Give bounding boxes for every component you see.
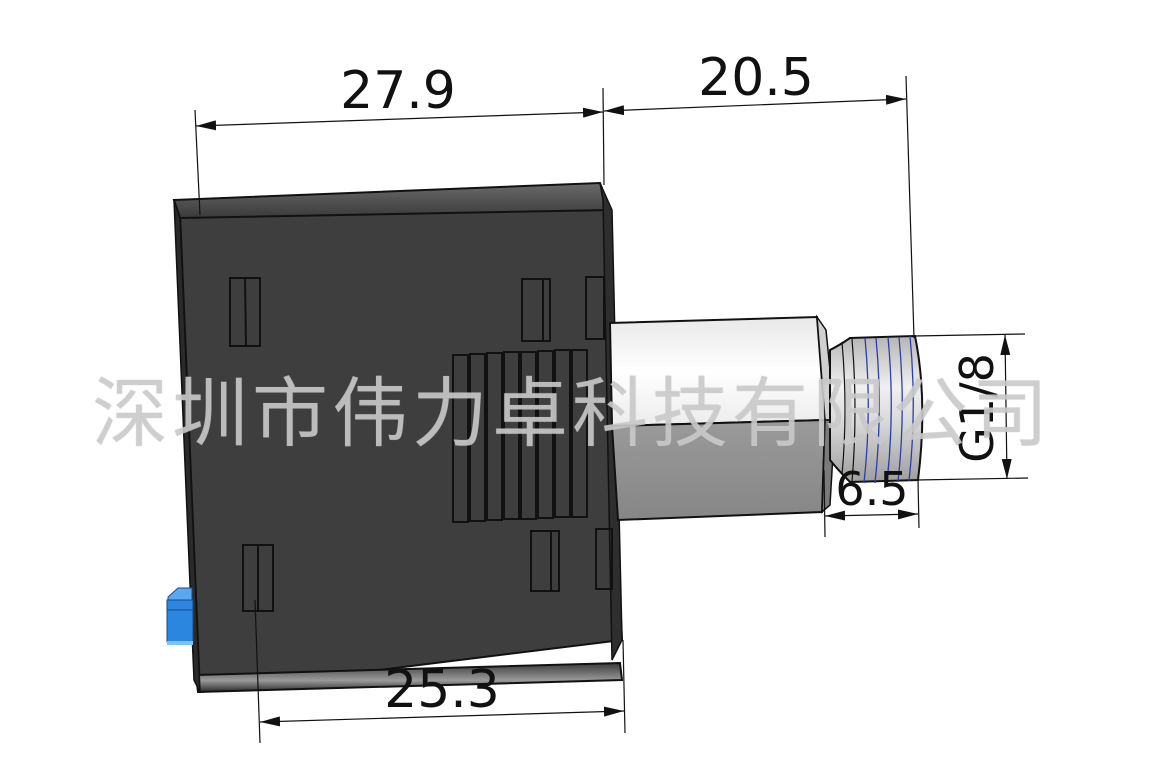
dimension-label-6-5: 6.5 [835,462,908,516]
clip-slot [585,276,605,340]
clip-slot [530,530,560,592]
connector-plug [166,587,194,645]
body-left-edge [173,199,201,693]
thread-lines [863,335,914,484]
hex-top-face [608,315,827,428]
clip-slot [595,528,613,590]
hex-bottom-face [610,418,827,522]
dimension-thread-spec: G1/8 [913,333,1029,481]
dimension-label-27-9: 27.9 [340,61,456,121]
dimension-label-25-3: 25.3 [384,660,500,720]
vent-grille [452,349,588,523]
clip-slot [521,278,551,342]
clip-slot [229,277,261,347]
thread-section [829,334,924,484]
dimension-label-20-5: 20.5 [698,48,814,108]
dimension-label-g1-8: G1/8 [950,353,1004,463]
sensor-body [166,181,624,694]
dimension-thread-length: 6.5 [823,462,920,538]
dimension-fitting-length: 20.5 [603,48,915,339]
hex-fitting [608,314,836,522]
dimension-base-length: 25.3 [254,599,626,744]
dimension-body-length: 27.9 [194,61,605,216]
clip-slot [242,544,274,612]
